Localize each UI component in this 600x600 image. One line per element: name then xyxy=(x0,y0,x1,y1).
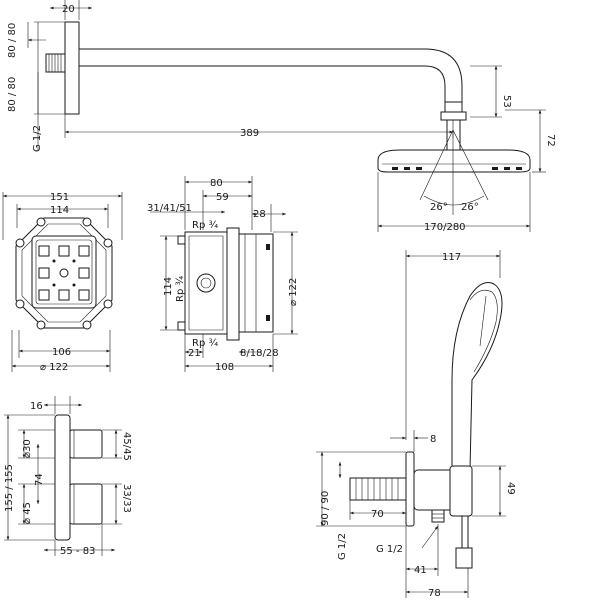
hand-shower-view: 117 8 90 / 90 xyxy=(316,250,516,599)
dim-trim-d45: ⌀ 45 xyxy=(22,502,33,524)
dim-arm-80-top: 80 / 80 xyxy=(7,23,18,58)
body-side-view: 80 59 31/41/51 28 Rp ¾ 114 Rp ¾ ⌀ xyxy=(147,176,299,373)
upper-handle xyxy=(69,429,103,459)
dim-side-stack: 31/41/51 xyxy=(147,203,192,214)
swivel-joint xyxy=(444,101,463,113)
overhead-shower-head xyxy=(377,149,531,173)
dim-side-21: 21 xyxy=(188,348,201,359)
dim-arm-389: 389 xyxy=(240,128,259,139)
hand-shower xyxy=(451,282,503,471)
dim-arm-20: 20 xyxy=(62,4,75,15)
inlet-port xyxy=(196,273,216,293)
thread-hand-bottom: G 1/2 xyxy=(376,544,403,555)
wall-outlet-plate xyxy=(405,451,415,527)
dim-side-59: 59 xyxy=(216,192,229,203)
dim-side-114: 114 xyxy=(163,277,174,296)
dim-angle-right: 26° xyxy=(461,202,479,213)
spray-nozzles xyxy=(392,167,522,170)
shower-arm xyxy=(79,48,463,102)
dim-side-122: ⌀ 122 xyxy=(288,278,299,306)
dim-hand-70: 70 xyxy=(371,509,384,520)
dim-hand-8: 8 xyxy=(430,434,436,445)
thread-side-mid: Rp ¾ xyxy=(175,276,186,302)
dim-trim-33-33: 33/33 xyxy=(121,484,132,513)
thread-side-top: Rp ¾ xyxy=(192,220,218,231)
thread-nipple xyxy=(45,53,66,73)
outlet-thread xyxy=(349,477,407,501)
dim-trim-55-83: 55 - 83 xyxy=(60,546,95,557)
thread-arm: G 1/2 xyxy=(32,125,43,152)
dim-arm-80-side: 80 / 80 xyxy=(7,77,18,112)
socket-grid xyxy=(38,245,90,301)
trim-plate xyxy=(54,414,71,541)
dim-hand-41: 41 xyxy=(414,565,427,576)
body-front-view: 151 114 xyxy=(2,192,123,373)
dim-body-106: 106 xyxy=(52,347,71,358)
dim-hand-90: 90 / 90 xyxy=(320,491,331,526)
dim-hand-49: 49 xyxy=(505,482,516,495)
dim-head-diameter: 170/280 xyxy=(424,222,466,233)
dim-body-122: ⌀ 122 xyxy=(40,362,68,373)
dim-side-80: 80 xyxy=(210,178,223,189)
dim-trim-d30: ⌀30 xyxy=(22,439,33,458)
wall-flange xyxy=(64,21,80,115)
thread-hand-left: G 1/2 xyxy=(337,533,348,560)
lower-handle xyxy=(69,483,103,525)
dim-side-108: 108 xyxy=(215,362,234,373)
dim-body-151: 151 xyxy=(50,192,69,203)
dim-side-8-18-28: 8/18/28 xyxy=(240,348,279,359)
dim-trim-155: 155 / 155 xyxy=(4,464,15,512)
dim-trim-45-45: 45/45 xyxy=(121,432,132,461)
dim-hand-78: 78 xyxy=(428,588,441,599)
dim-trim-74: 74 xyxy=(34,473,45,486)
shower-arm-view: 20 80 / 80 80 / 80 G 1/2 389 53 72 26° 2… xyxy=(7,0,556,233)
dim-head-72: 72 xyxy=(545,134,556,147)
dim-body-114: 114 xyxy=(50,205,69,216)
dim-arm-53: 53 xyxy=(501,95,512,108)
trim-view: 16 155 / 155 ⌀30 74 ⌀ 45 45/45 33/33 xyxy=(4,396,132,557)
dim-side-28: 28 xyxy=(253,209,266,220)
dim-hand-117: 117 xyxy=(442,252,461,263)
thread-side-bottom: Rp ¾ xyxy=(192,338,218,349)
dim-angle-left: 26° xyxy=(430,202,448,213)
plaster-guard xyxy=(226,227,240,341)
dim-trim-16: 16 xyxy=(30,401,43,412)
